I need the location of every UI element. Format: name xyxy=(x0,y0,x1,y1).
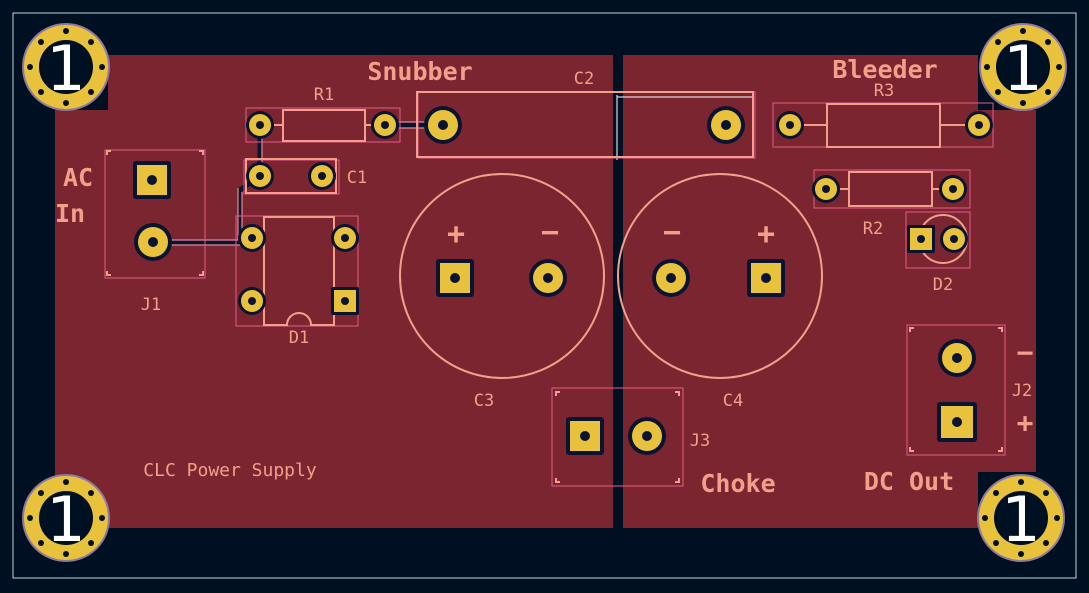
mounting-hole-label-tr: 1 xyxy=(1003,32,1042,105)
silk-d1-body xyxy=(263,216,335,326)
ref-d2: D2 xyxy=(933,275,953,295)
ref-d1: D1 xyxy=(289,328,309,348)
mounting-holes: 1 1 1 1 xyxy=(22,23,1067,562)
mounting-hole-br xyxy=(977,474,1065,562)
pads xyxy=(133,106,993,455)
mounting-hole-tl xyxy=(22,23,110,111)
ref-c1: C1 xyxy=(347,168,367,188)
ref-r3: R3 xyxy=(874,81,894,101)
mounting-hole-tr xyxy=(979,23,1067,111)
ref-r2: R2 xyxy=(863,219,883,239)
silk-j1 xyxy=(106,150,204,276)
polarity-c4-plus: + xyxy=(757,217,775,252)
ref-j1: J1 xyxy=(141,295,161,315)
ref-j2: J2 xyxy=(1012,381,1032,401)
silk-c4-body xyxy=(617,173,823,379)
ref-c4: C4 xyxy=(723,391,743,411)
label-ac-in-line1: AC xyxy=(63,163,93,192)
courtyard-j2 xyxy=(906,324,1006,456)
label-board-title: CLC Power Supply xyxy=(143,460,317,481)
polarity-c3-plus: + xyxy=(447,217,465,252)
mounting-hole-label-tl: 1 xyxy=(46,32,85,105)
courtyard-j3 xyxy=(551,387,684,487)
ref-c2: C2 xyxy=(574,69,594,89)
mounting-hole-bl xyxy=(22,474,110,562)
courtyard-j1 xyxy=(104,149,206,279)
silk-j2 xyxy=(909,327,1003,452)
board-edge xyxy=(12,12,1077,579)
mounting-hole-label-br: 1 xyxy=(1001,483,1040,556)
label-ac-in-line2: In xyxy=(55,199,85,228)
label-choke: Choke xyxy=(700,469,775,498)
label-dc-out: DC Out xyxy=(864,467,954,496)
polarity-j2-plus: + xyxy=(1017,406,1034,439)
silkscreen-outlines xyxy=(106,91,1003,483)
polarity-j2-minus: − xyxy=(1017,336,1034,369)
polarity-c3-minus: − xyxy=(541,215,559,250)
silk-j3 xyxy=(555,391,680,483)
mounting-hole-label-bl: 1 xyxy=(46,483,85,556)
silk-c3-body xyxy=(399,173,605,379)
ref-c3: C3 xyxy=(474,391,494,411)
ref-r1: R1 xyxy=(314,85,334,105)
ref-j3: J3 xyxy=(690,431,710,451)
label-bleeder: Bleeder xyxy=(832,55,937,84)
polarity-c4-minus: − xyxy=(663,215,681,250)
silk-c2-body xyxy=(416,91,754,158)
courtyard-d2 xyxy=(905,211,971,269)
label-snubber: Snubber xyxy=(367,57,472,86)
